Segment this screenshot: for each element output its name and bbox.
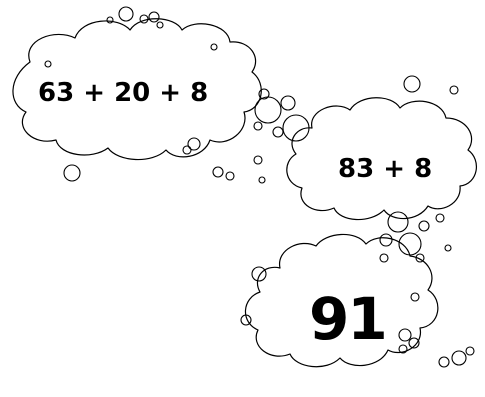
thought-cloud-1 bbox=[12, 18, 262, 161]
step-1-expression: 63 + 20 + 8 bbox=[38, 78, 209, 108]
thought-cloud-2 bbox=[286, 97, 477, 221]
step-3-result: 91 bbox=[309, 285, 388, 353]
thought-bubbles-top bbox=[44, 6, 218, 68]
thought-bubbles-link-1 bbox=[212, 75, 459, 184]
step-2-expression: 83 + 8 bbox=[338, 154, 433, 184]
thought-bubbles-link-2 bbox=[379, 211, 452, 263]
thought-bubbles-bottom bbox=[240, 266, 475, 368]
thought-bubbles-left bbox=[63, 137, 201, 182]
thought-cloud-3 bbox=[244, 233, 439, 368]
